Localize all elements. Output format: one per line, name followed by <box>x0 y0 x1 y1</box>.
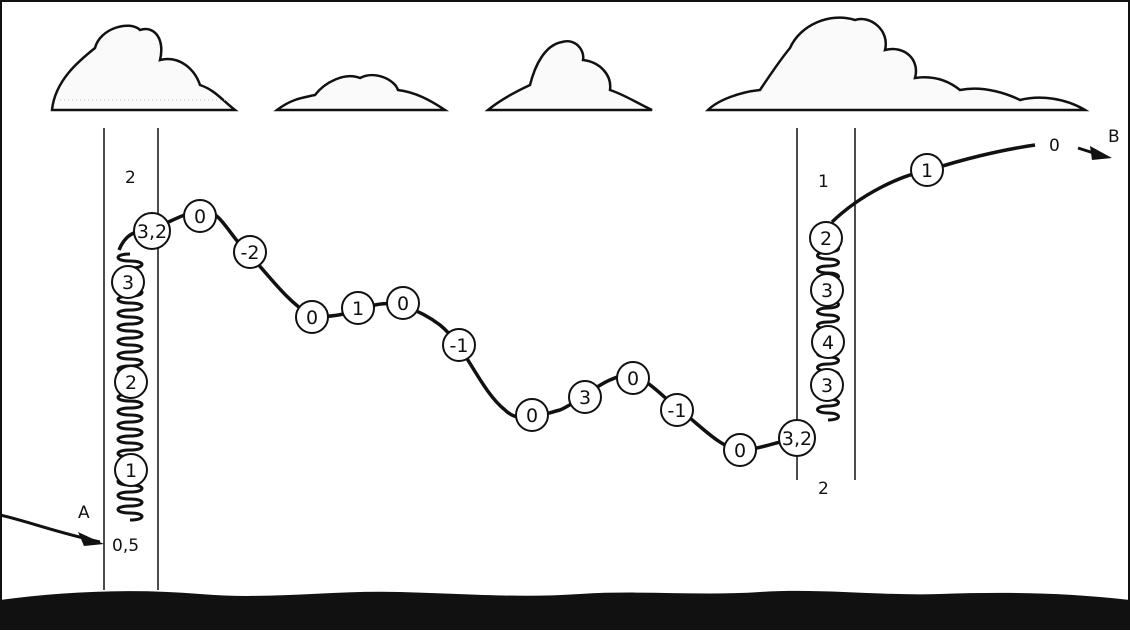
thermal-column-left <box>103 128 159 590</box>
path-badge: 1 <box>910 153 944 187</box>
path-badge: 1 <box>114 453 148 487</box>
path-badge: -1 <box>660 393 694 427</box>
path-badge-label: 0 <box>194 206 206 228</box>
path-badge: 0 <box>723 433 757 467</box>
path-badge: 3 <box>568 380 602 414</box>
exit-arrow <box>1077 146 1112 160</box>
path-badge: 3,2 <box>133 212 171 250</box>
path-badge: 3 <box>810 273 844 307</box>
path-badge: 1 <box>341 291 375 325</box>
path-badge: 0 <box>616 361 650 395</box>
path-badge: 0 <box>386 286 420 320</box>
cloud-4 <box>704 16 1090 112</box>
path-badge-label: 0 <box>526 405 538 427</box>
path-badge: 0 <box>295 300 329 334</box>
ground <box>0 590 1130 630</box>
path-badge-label: 3 <box>122 272 134 294</box>
path-badge: -1 <box>442 328 476 362</box>
path-badge: 3 <box>810 368 844 402</box>
path-badge-label: 3,2 <box>782 428 812 450</box>
path-badge: 2 <box>114 365 148 399</box>
path-badge-label: 1 <box>352 298 364 320</box>
entry-arrow <box>0 513 104 546</box>
cloud-1 <box>50 24 239 112</box>
path-badge: 3,2 <box>778 419 816 457</box>
cloud-2 <box>273 73 450 112</box>
path-badge-label: -1 <box>668 400 687 422</box>
path-badge-label: 0 <box>734 440 746 462</box>
path-badge-label: 4 <box>822 332 834 354</box>
left-column-top-label: 2 <box>125 168 136 188</box>
path-badge-label: 1 <box>921 160 933 182</box>
end-label: B <box>1108 127 1120 147</box>
cloud-3 <box>484 39 653 112</box>
path-badge-label: 3 <box>821 280 833 302</box>
path-badge-label: 0 <box>306 307 318 329</box>
path-badge-label: -2 <box>241 242 260 264</box>
path-badge-label: 1 <box>125 460 137 482</box>
path-badge-label: 2 <box>125 372 137 394</box>
path-badge-label: -1 <box>450 335 469 357</box>
path-badges: 1 2 3 3,2 0 -2 0 1 0 -1 0 3 0 -1 0 3,2 3 4 3 2 1 <box>111 153 944 487</box>
start-value: 0,5 <box>112 536 139 556</box>
path-badge-label: 3 <box>579 387 591 409</box>
start-label: A <box>78 503 90 523</box>
path-badge: 0 <box>515 398 549 432</box>
right-column-top-label: 1 <box>818 172 829 192</box>
path-badge: 2 <box>809 221 843 255</box>
path-badge: 4 <box>811 325 845 359</box>
end-value: 0 <box>1049 136 1060 156</box>
path-badge: -2 <box>233 235 267 269</box>
path-badge-label: 0 <box>397 293 409 315</box>
path-badge-label: 0 <box>627 368 639 390</box>
right-column-bottom-label: 2 <box>818 479 829 499</box>
path-badge-label: 3,2 <box>137 221 167 243</box>
path-badge: 3 <box>111 265 145 299</box>
path-badge: 0 <box>183 199 217 233</box>
path-badge-label: 3 <box>821 375 833 397</box>
flight-path <box>116 143 1036 522</box>
path-badge-label: 2 <box>820 228 832 250</box>
